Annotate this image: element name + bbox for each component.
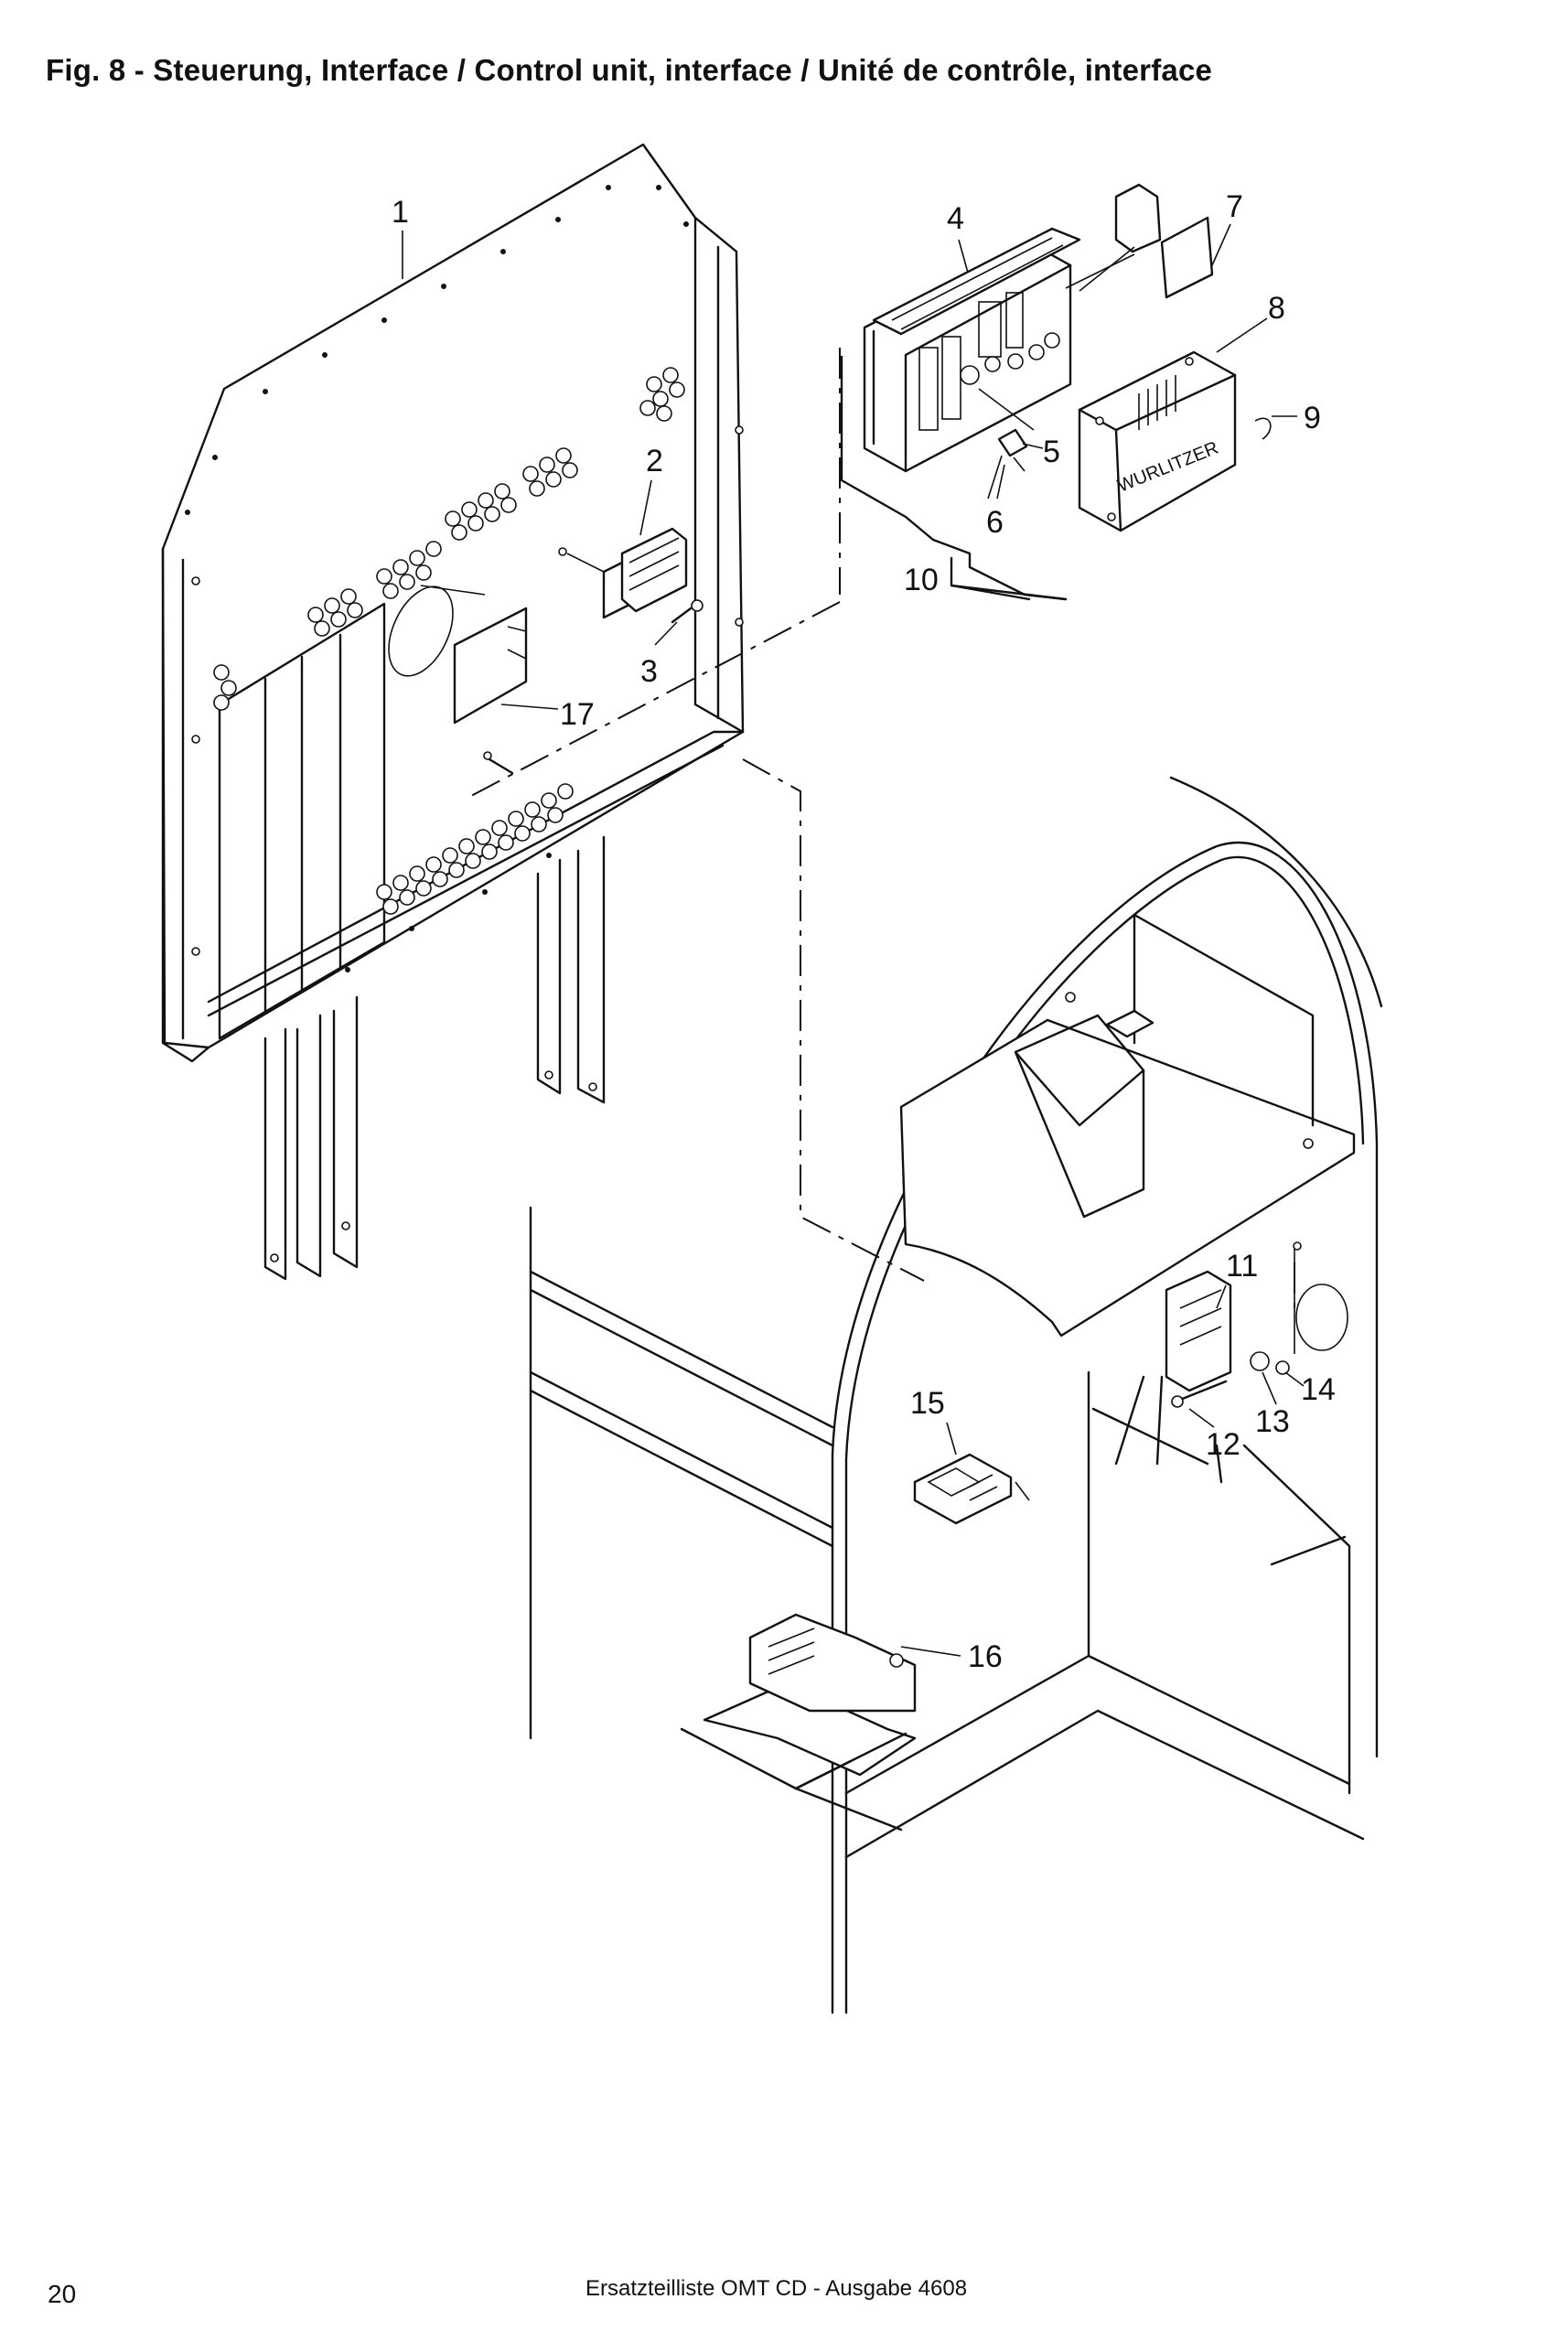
footer-text: Ersatzteilliste OMT CD - Ausgabe 4608 [585, 2276, 968, 2301]
bracket-top-right [1079, 183, 1214, 299]
page-number: 20 [48, 2280, 77, 2308]
relay-module [913, 1453, 1030, 1525]
callout-10: 10 [904, 563, 939, 597]
callout-8: 8 [1268, 291, 1285, 326]
interface-board-group [1165, 1241, 1302, 1408]
callout-2: 2 [646, 444, 663, 478]
callout-14: 14 [1301, 1372, 1336, 1407]
control-unit-cover: WURLITZER [1078, 350, 1272, 532]
transformer-small [558, 527, 703, 624]
callout-4: 4 [947, 201, 964, 236]
mounting-panel [161, 143, 745, 1281]
callout-3: 3 [640, 654, 658, 689]
leader-lines [402, 223, 1305, 1657]
transformer-large [680, 1613, 917, 1832]
callout-17: 17 [560, 697, 595, 732]
callout-11: 11 [1226, 1249, 1258, 1284]
callout-7: 7 [1226, 189, 1243, 224]
mounting-plate [420, 585, 528, 775]
assembly-dashline-3 [742, 758, 925, 1282]
control-unit-assembly [840, 227, 1081, 601]
callout-16: 16 [968, 1639, 1003, 1674]
callout-12: 12 [1206, 1427, 1240, 1462]
callout-1: 1 [392, 195, 409, 230]
callout-15: 15 [910, 1386, 945, 1421]
assembly-dashline-1 [470, 601, 841, 797]
jukebox-cabinet [529, 776, 1383, 2014]
callout-13: 13 [1255, 1404, 1290, 1439]
callout-5: 5 [1043, 435, 1060, 469]
callout-6: 6 [986, 505, 1004, 540]
figure-title: Fig. 8 - Steuerung, Interface / Control … [46, 53, 1213, 87]
callout-9: 9 [1304, 401, 1321, 435]
